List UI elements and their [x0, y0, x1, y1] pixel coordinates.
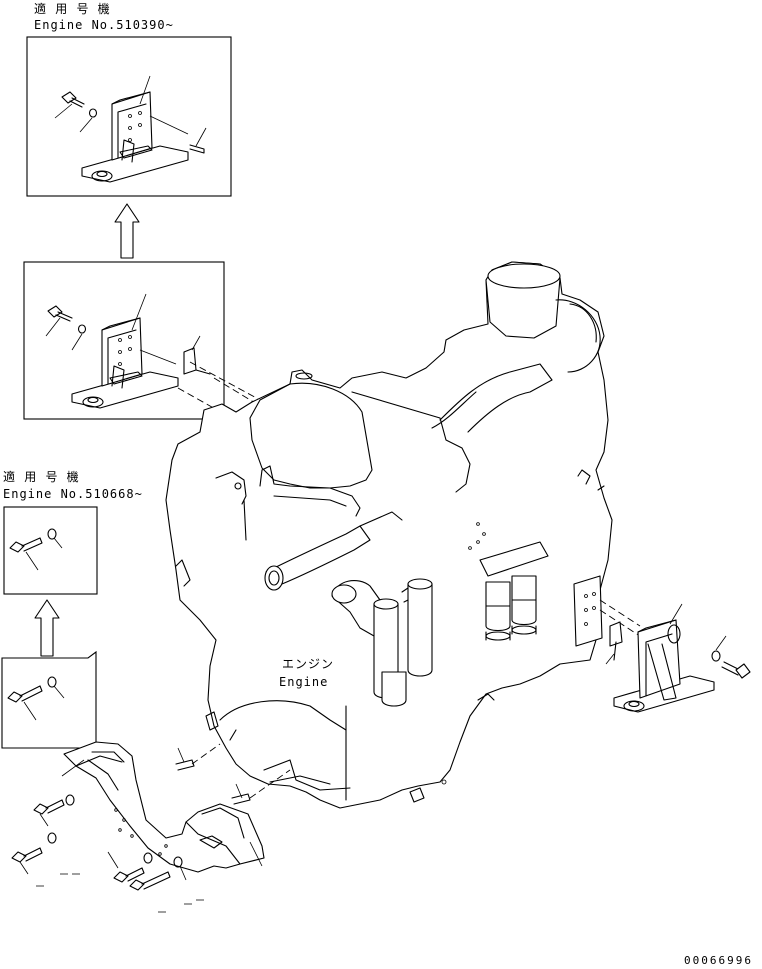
second-detail-box: [23, 261, 225, 420]
engine-body: [165, 261, 613, 809]
left-engine-number-label: Engine No.510668~: [3, 487, 143, 501]
top-engine-number-label: Engine No.510390~: [34, 18, 174, 32]
upgrade-arrow-top: [114, 203, 140, 259]
part-number: 00066996: [684, 954, 753, 967]
engine-label-en: Engine: [279, 675, 328, 689]
upgrade-arrow-left: [34, 599, 60, 657]
left-mount-bracket: [61, 741, 291, 873]
top-applicable-label: 適 用 号 機: [34, 1, 111, 16]
left-lower-detail-box: [1, 650, 97, 749]
loose-bolts: [11, 794, 204, 913]
left-detail-box: [3, 506, 98, 595]
left-applicable-label: 適 用 号 機: [3, 469, 80, 484]
top-detail-box: [26, 36, 232, 197]
engine-label-jp: エンジン: [282, 657, 334, 671]
right-mount-bracket: [599, 599, 751, 713]
